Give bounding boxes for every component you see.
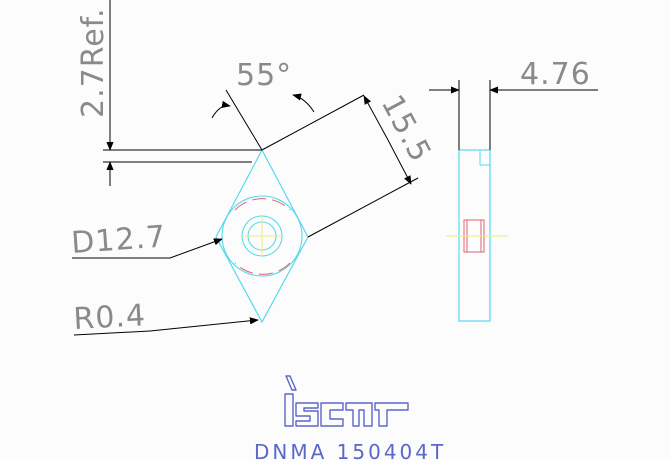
- logo-dot: [285, 375, 297, 391]
- insert-designation: DNMA 150404T: [254, 440, 446, 460]
- dim-inscribed-circle: D12.7: [70, 219, 223, 261]
- logo-letter-c: [320, 402, 344, 427]
- logo-letter-s: [295, 402, 319, 427]
- angle-label: 55°: [236, 58, 292, 93]
- dim-corner-radius: R0.4: [73, 298, 259, 337]
- leader-line: [149, 317, 259, 332]
- dim-ref-height: 2.7Ref.: [76, 0, 262, 186]
- leader-line: [169, 238, 223, 259]
- insert-outline: [215, 148, 309, 324]
- insert-top-view: [215, 148, 309, 324]
- extension-line: [225, 89, 263, 151]
- ref-height-label: 2.7Ref.: [76, 7, 111, 118]
- corner-radius-label: R0.4: [73, 298, 147, 337]
- inscribed-circle-arc: [234, 262, 291, 275]
- extension-line: [261, 94, 365, 151]
- logo-letter-i: [284, 393, 294, 427]
- edge-length-label: 15.5: [374, 89, 438, 168]
- leader-line: [73, 330, 151, 336]
- logo-letter-a: [345, 402, 373, 427]
- inscribed-circle-label: D12.7: [70, 219, 167, 261]
- dim-edge-length: 15.5: [307, 89, 438, 238]
- angle-arc: [211, 100, 231, 119]
- clamp-bore: [221, 195, 303, 277]
- dimension-line: [387, 139, 412, 185]
- dim-thickness: 4.76: [429, 57, 598, 150]
- thickness-label: 4.76: [520, 57, 591, 92]
- angle-arc: [292, 93, 315, 113]
- extension-line: [307, 177, 419, 238]
- insert-side-view: [446, 149, 508, 322]
- inscribed-circle-arc: [234, 198, 291, 211]
- logo-letter-r: [374, 402, 409, 427]
- dim-angle: 55°: [211, 58, 365, 151]
- dimension-line: [363, 95, 389, 141]
- iscar-logo: [284, 375, 409, 427]
